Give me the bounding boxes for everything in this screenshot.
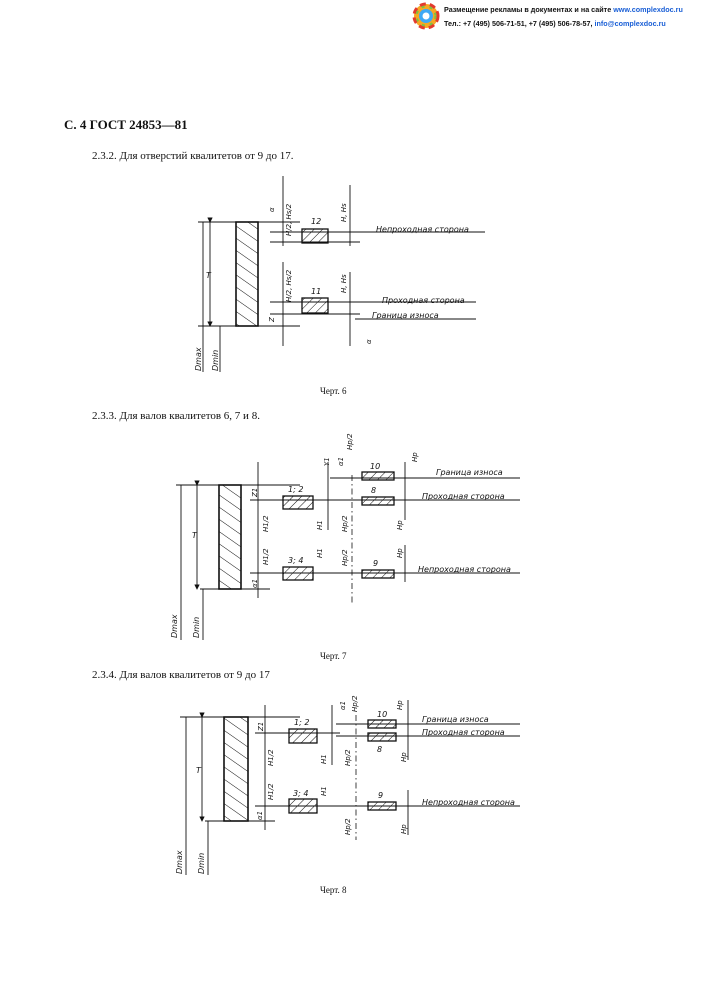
part-body-hatched (235, 221, 259, 327)
fig7-Dmax-label: Dmax (170, 614, 179, 638)
fig7-n34-label: 3; 4 (288, 556, 303, 565)
fig8-alpha1-label: α1 (256, 811, 264, 820)
gauge-field-10 (367, 719, 397, 729)
fig8-Hp2-a-label: Hp/2 (344, 749, 352, 766)
fig7-wear-label: Граница износа (436, 468, 503, 477)
fig8-go-label: Проходная сторона (422, 728, 505, 737)
fig7-Hp-top-label: Hp (411, 452, 419, 462)
gauge-field-8 (367, 732, 397, 742)
fig8-Hp-a-label: Hp (400, 752, 408, 762)
caption-fig-8: Черт. 8 (320, 885, 347, 895)
section-heading-2-3-4: 2.3.4. Для валов квалитетов от 9 до 17 (92, 669, 270, 681)
fig7-H1-2-b-label: H1/2 (262, 548, 270, 565)
fig7-go-label: Проходная сторона (422, 492, 505, 501)
ad-line-1: Размещение рекламы в документах и на сай… (444, 5, 683, 14)
fig7-n9-label: 9 (373, 559, 378, 568)
fig7-Hp2-b-label: Hp/2 (341, 549, 349, 566)
figure-7: T Dmax Dmin 10 Граница износа 1; 2 8 Про… (170, 433, 520, 640)
fig7-alpha1-top-label: α1 (337, 457, 345, 466)
fig7-Y1-label: Y1 (323, 457, 331, 466)
fig7-n12-label: 1; 2 (288, 485, 303, 494)
fig8-T-label: T (196, 766, 202, 775)
page-header: С. 4 ГОСТ 24853—81 (64, 117, 188, 132)
fig8-no-go-label: Непроходная сторона (422, 798, 515, 807)
part-body-hatched (218, 484, 242, 590)
fig7-Hp-a-label: Hp (396, 520, 404, 530)
fig8-H1-b-label: H1 (320, 786, 328, 796)
fig7-n8-label: 8 (371, 486, 376, 495)
caption-fig-7: Черт. 7 (320, 651, 347, 661)
fig6-h-top-right-label: H, Hs (340, 203, 348, 222)
fig8-n34-label: 3; 4 (293, 789, 308, 798)
fig7-no-go-label: Непроходная сторона (418, 565, 511, 574)
fig8-Hp2-b-label: Hp/2 (344, 818, 352, 835)
fig7-n10-label: 10 (370, 462, 380, 471)
gauge-field-10 (361, 471, 395, 481)
fig8-n10-label: 10 (377, 710, 387, 719)
fig6-h-mid-label: H/2, Hs/2 (285, 269, 293, 302)
fig8-n12-label: 1; 2 (294, 718, 309, 727)
fig6-Dmax-label: Dmax (194, 347, 203, 371)
fig8-H1-2-a-label: H1/2 (267, 749, 275, 766)
fig6-h-mid-right-label: H, Hs (340, 274, 348, 293)
ad-banner: Размещение рекламы в документах и на сай… (412, 2, 708, 32)
fig8-Dmax-label: Dmax (175, 850, 184, 874)
figure-6: T Dmax Dmin 12 α H/2, Hs/2 H, Hs Непрохо… (194, 176, 485, 372)
gauge-field-3-4 (288, 798, 318, 814)
fig6-h-top-label: H/2, Hs/2 (285, 203, 293, 236)
email-link[interactable]: info@complexdoc.ru (594, 19, 666, 28)
figure-8: T Dmax Dmin 10 8 Граница износа Проходна… (175, 695, 520, 875)
fig6-n12-label: 12 (311, 217, 321, 226)
caption-fig-6: Черт. 6 (320, 386, 347, 396)
ad-text-2: Тел.: +7 (495) 506-71-51, +7 (495) 506-7… (444, 19, 595, 28)
fig6-n11-label: 11 (311, 287, 321, 296)
site-link[interactable]: www.complexdoc.ru (613, 5, 683, 14)
fig7-H1-a-label: H1 (316, 520, 324, 530)
fig6-Dmin-label: Dmin (211, 350, 220, 371)
fig8-alpha1-top-label: α1 (339, 701, 347, 710)
fig8-H1-2-b-label: H1/2 (267, 783, 275, 800)
ad-text-1: Размещение рекламы в документах и на сай… (444, 5, 614, 14)
section-heading-2-3-3: 2.3.3. Для валов квалитетов 6, 7 и 8. (92, 410, 260, 422)
fig7-Hp-b-label: Hp (396, 548, 404, 558)
fig8-Hp-b-label: Hp (400, 824, 408, 834)
fig8-n8-label: 8 (377, 745, 382, 754)
fig7-alpha1-label: α1 (251, 579, 259, 588)
fig8-Hp2-top-label: Hp/2 (351, 695, 359, 712)
fig7-T-label: T (192, 531, 198, 540)
fig7-Hp2-top-label: Hp/2 (346, 433, 354, 450)
section-heading-2-3-2: 2.3.2. Для отверстий квалитетов от 9 до … (92, 150, 294, 162)
gauge-field-1-2 (288, 728, 318, 744)
fig6-wear-label: Граница износа (372, 311, 439, 320)
fig6-Z-label: Z (268, 317, 276, 323)
fig8-wear-label: Граница износа (422, 715, 489, 724)
gauge-field-9 (361, 569, 395, 579)
fig7-Hp2-a-label: Hp/2 (341, 515, 349, 532)
complexdoc-logo-icon (412, 2, 440, 30)
fig6-T-label: T (206, 271, 212, 280)
fig8-n9-label: 9 (378, 791, 383, 800)
fig8-H1-a-label: H1 (320, 754, 328, 764)
fig6-go-label: Проходная сторона (382, 296, 465, 305)
fig7-Dmin-label: Dmin (192, 617, 201, 638)
fig8-Hp-top-label: Hp (396, 700, 404, 710)
fig8-Z1-label: Z1 (257, 722, 265, 732)
ad-line-2: Тел.: +7 (495) 506-71-51, +7 (495) 506-7… (444, 19, 666, 28)
part-body-hatched (223, 716, 249, 822)
fig7-Z1-label: Z1 (251, 488, 259, 498)
gauge-field-12 (301, 228, 329, 244)
gauge-field-11 (301, 297, 329, 314)
fig7-H1-b-label: H1 (316, 548, 324, 558)
fig6-no-go-label: Непроходная сторона (376, 225, 469, 234)
gauge-field-3-4 (282, 566, 314, 581)
gauge-field-8 (361, 496, 395, 506)
fig7-H1-2-a-label: H1/2 (262, 515, 270, 532)
fig6-alpha-bot-label: α (365, 339, 373, 344)
gauge-field-9 (367, 801, 397, 811)
fig8-Dmin-label: Dmin (197, 853, 206, 874)
gauge-field-1-2 (282, 495, 314, 510)
fig6-alpha-top-label: α (268, 207, 276, 212)
